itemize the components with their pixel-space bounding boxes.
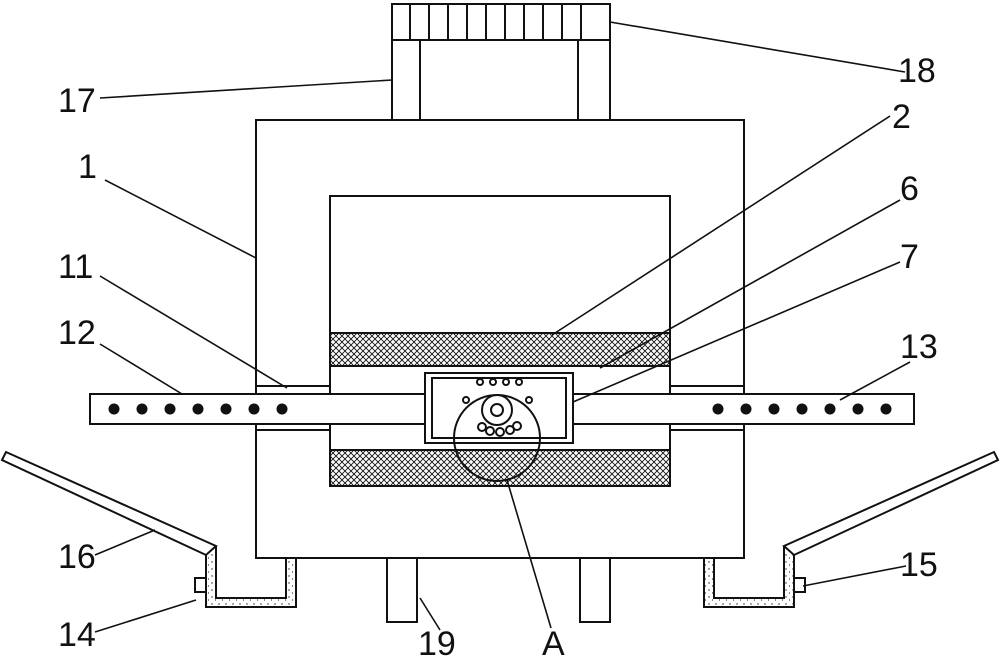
right-chute xyxy=(782,450,1000,557)
leader-lines xyxy=(94,21,911,633)
label-7: 7 xyxy=(900,238,919,276)
label-13: 13 xyxy=(900,328,938,366)
label-a: A xyxy=(542,625,565,661)
upper-hatched-plate xyxy=(329,332,671,367)
label-12: 12 xyxy=(58,314,96,352)
left-bar-holes xyxy=(108,403,288,415)
left-bolt xyxy=(194,577,207,593)
right-foot xyxy=(579,557,611,623)
label-6: 6 xyxy=(900,170,919,208)
right-bolt xyxy=(793,577,806,593)
label-18: 18 xyxy=(898,52,936,90)
left-trough xyxy=(205,546,297,608)
left-foot xyxy=(386,557,418,623)
top-heat-sink xyxy=(391,3,611,41)
center-block xyxy=(424,372,574,444)
label-17: 17 xyxy=(58,82,96,120)
top-support-frame xyxy=(391,39,611,121)
label-11: 11 xyxy=(58,248,93,286)
label-16: 16 xyxy=(58,538,96,576)
label-2: 2 xyxy=(892,98,911,136)
right-trough xyxy=(703,546,795,608)
label-14: 14 xyxy=(58,616,96,654)
label-1: 1 xyxy=(78,148,97,186)
label-19: 19 xyxy=(418,625,456,661)
gear-assembly xyxy=(462,378,533,437)
label-15: 15 xyxy=(900,546,938,584)
right-bar-holes xyxy=(712,403,892,415)
center-block-inner xyxy=(431,377,567,439)
left-chute xyxy=(0,450,218,557)
